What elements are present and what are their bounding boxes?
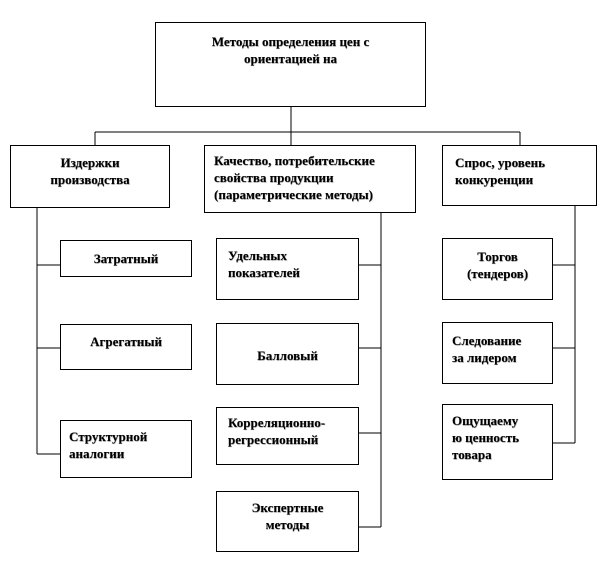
root-label: Методы определения цен с ориентацией на: [211, 34, 370, 66]
method-label: Структурной аналогии: [69, 429, 148, 461]
method-label: Удельных показателей: [228, 248, 300, 280]
method-expert: Экспертные методы: [216, 491, 359, 552]
category-quality: Качество, потребительские свойства проду…: [204, 145, 416, 213]
method-label: Экспертные методы: [251, 500, 324, 532]
method-aggregate: Агрегатный: [60, 324, 192, 370]
category-label: Качество, потребительские свойства проду…: [214, 153, 375, 202]
method-label: Торгов (тендеров): [466, 249, 529, 281]
category-label: Спрос, уровень конкуренции: [455, 155, 545, 187]
root-node: Методы определения цен с ориентацией на: [155, 22, 426, 107]
category-costs: Издержки производства: [10, 145, 170, 208]
method-perceived-value: Ощущаему ю ценность товара: [442, 404, 553, 480]
method-label: Корреляционно- регрессионный: [228, 415, 326, 447]
method-unit-indicators: Удельных показателей: [216, 238, 359, 300]
method-correlation-regression: Корреляционно- регрессионный: [216, 407, 359, 465]
method-label: Балловый: [257, 348, 318, 363]
method-label: Ощущаему ю ценность товара: [452, 413, 519, 462]
method-label: Агрегатный: [90, 334, 162, 349]
method-label: Затратный: [93, 251, 159, 266]
method-follow-leader: Следование за лидером: [442, 322, 553, 384]
method-costbased: Затратный: [60, 240, 192, 277]
method-scoring: Балловый: [216, 323, 359, 385]
method-label: Следование за лидером: [452, 333, 522, 365]
category-demand: Спрос, уровень конкуренции: [442, 145, 597, 206]
category-label: Издержки производства: [50, 155, 130, 187]
method-tender: Торгов (тендеров): [442, 238, 553, 300]
method-structural-analogy: Структурной аналогии: [60, 420, 192, 478]
